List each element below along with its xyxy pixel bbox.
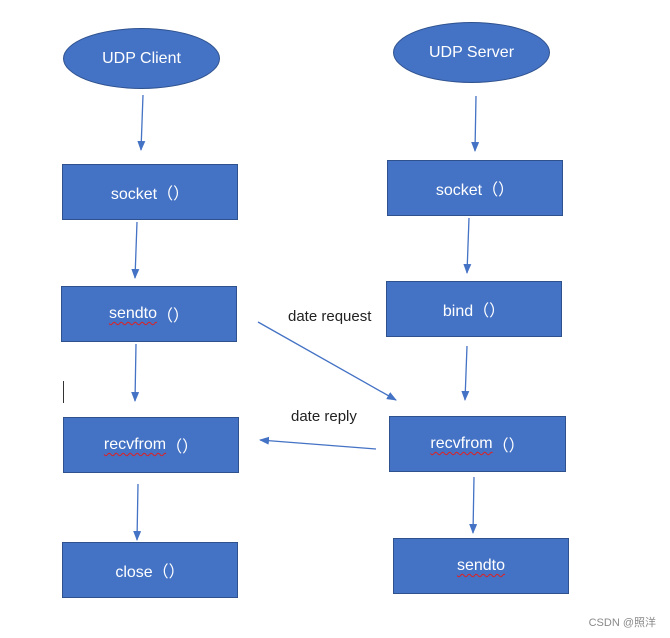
client-socket-node: socket（）	[62, 164, 238, 220]
server-start-node: UDP Server	[393, 22, 550, 83]
client-recvfrom-parens: （）	[166, 439, 199, 456]
client-recvfrom-word: recvfrom	[103, 436, 167, 453]
text-cursor	[63, 381, 64, 403]
reply-label: date reply	[291, 408, 357, 425]
client-close-label: close（）	[115, 564, 185, 581]
server-recvfrom-parens: （）	[492, 438, 525, 455]
server-recvfrom-node: recvfrom（）	[389, 416, 566, 472]
arrow-server-socket-to-bind	[463, 217, 472, 274]
server-start-label: UDP Server	[428, 43, 515, 61]
client-start-node: UDP Client	[63, 28, 220, 89]
arrow-client-sendto-to-recvfrom	[131, 343, 140, 402]
client-sendto-node: sendto（）	[61, 286, 237, 342]
watermark: CSDN @照洋	[588, 617, 656, 629]
arrow-server-recvfrom-to-sendto	[469, 476, 478, 534]
arrow-client-start-to-socket	[137, 94, 146, 151]
arrow-client-socket-to-sendto	[131, 221, 140, 279]
arrow-server-start-to-socket	[471, 95, 480, 152]
client-recvfrom-node: recvfrom（）	[63, 417, 239, 473]
arrow-client-recvfrom-to-close	[133, 483, 142, 541]
server-socket-node: socket（）	[387, 160, 563, 216]
arrow-request-client-to-server	[257, 321, 397, 401]
server-sendto-node: sendto	[393, 538, 569, 594]
client-start-label: UDP Client	[102, 49, 181, 67]
client-socket-label: socket（）	[110, 186, 190, 203]
arrow-server-bind-to-recvfrom	[461, 345, 470, 401]
arrow-reply-server-to-client	[259, 436, 377, 450]
client-sendto-parens: （）	[157, 308, 190, 325]
server-sendto-word: sendto	[456, 557, 506, 574]
server-bind-node: bind（）	[386, 281, 562, 337]
client-sendto-word: sendto	[108, 305, 158, 322]
server-recvfrom-word: recvfrom	[430, 435, 493, 452]
server-socket-label: socket（）	[435, 182, 515, 199]
client-close-node: close（）	[62, 542, 238, 598]
request-label: date request	[288, 308, 372, 325]
server-bind-label: bind（）	[442, 303, 506, 320]
